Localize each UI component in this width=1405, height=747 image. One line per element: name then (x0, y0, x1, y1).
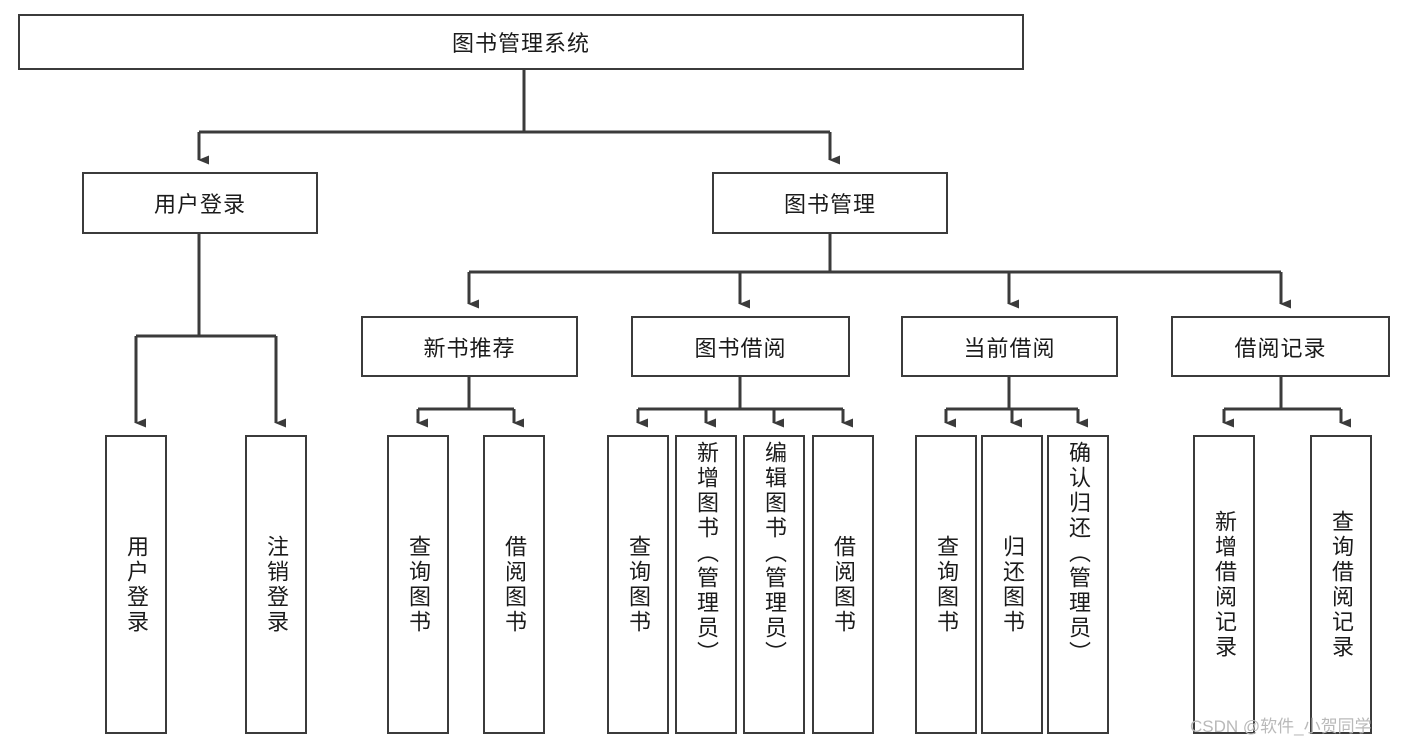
node-label: 查询借阅记录 (1329, 509, 1354, 660)
leaf-user-login-logout[interactable]: 注销登录 (245, 435, 307, 734)
node-book-borrow[interactable]: 图书借阅 (631, 316, 850, 377)
node-borrow-record[interactable]: 借阅记录 (1171, 316, 1390, 377)
node-label: 确认归还（管理员） (1066, 441, 1091, 666)
node-label: 当前借阅 (963, 335, 1056, 361)
node-label: 注销登录 (264, 534, 289, 635)
node-label: 归还图书 (1000, 534, 1025, 635)
node-label: 用户登录 (124, 534, 149, 635)
node-label: 图书管理 (783, 192, 876, 217)
leaf-borrow-record-add[interactable]: 新增借阅记录 (1193, 435, 1255, 734)
leaf-book-borrow-edit-admin[interactable]: 编辑图书（管理员） (743, 435, 805, 734)
leaf-current-borrow-confirm-return-admin[interactable]: 确认归还（管理员） (1047, 435, 1109, 734)
node-label: 新增图书（管理员） (694, 441, 719, 666)
node-label: 图书借阅 (694, 335, 787, 361)
node-label: 新增借阅记录 (1212, 509, 1237, 660)
node-current-borrow[interactable]: 当前借阅 (901, 316, 1118, 377)
node-label: 借阅图书 (831, 534, 856, 635)
leaf-book-borrow-add-admin[interactable]: 新增图书（管理员） (675, 435, 737, 734)
node-book-management[interactable]: 图书管理 (712, 172, 948, 234)
node-label: 用户登录 (153, 192, 246, 217)
node-label: 新书推荐 (423, 335, 516, 361)
csdn-watermark: CSDN @软件_小贺同学 (1190, 717, 1372, 736)
node-label: 编辑图书（管理员） (762, 441, 787, 666)
node-label: 查询图书 (626, 534, 651, 635)
leaf-user-login-login[interactable]: 用户登录 (105, 435, 167, 734)
node-label: 图书管理系统 (451, 31, 590, 56)
node-label: 借阅图书 (502, 534, 527, 635)
leaf-new-book-borrow[interactable]: 借阅图书 (483, 435, 545, 734)
leaf-book-borrow-query[interactable]: 查询图书 (607, 435, 669, 734)
leaf-borrow-record-query[interactable]: 查询借阅记录 (1310, 435, 1372, 734)
node-new-book-recommend[interactable]: 新书推荐 (361, 316, 578, 377)
node-label: 查询图书 (406, 534, 431, 635)
leaf-new-book-query[interactable]: 查询图书 (387, 435, 449, 734)
node-label: 查询图书 (934, 534, 959, 635)
leaf-current-borrow-query[interactable]: 查询图书 (915, 435, 977, 734)
leaf-current-borrow-return[interactable]: 归还图书 (981, 435, 1043, 734)
node-label: 借阅记录 (1234, 335, 1327, 361)
leaf-book-borrow-borrow[interactable]: 借阅图书 (812, 435, 874, 734)
node-root-system[interactable]: 图书管理系统 (18, 14, 1024, 70)
node-user-login[interactable]: 用户登录 (82, 172, 318, 234)
